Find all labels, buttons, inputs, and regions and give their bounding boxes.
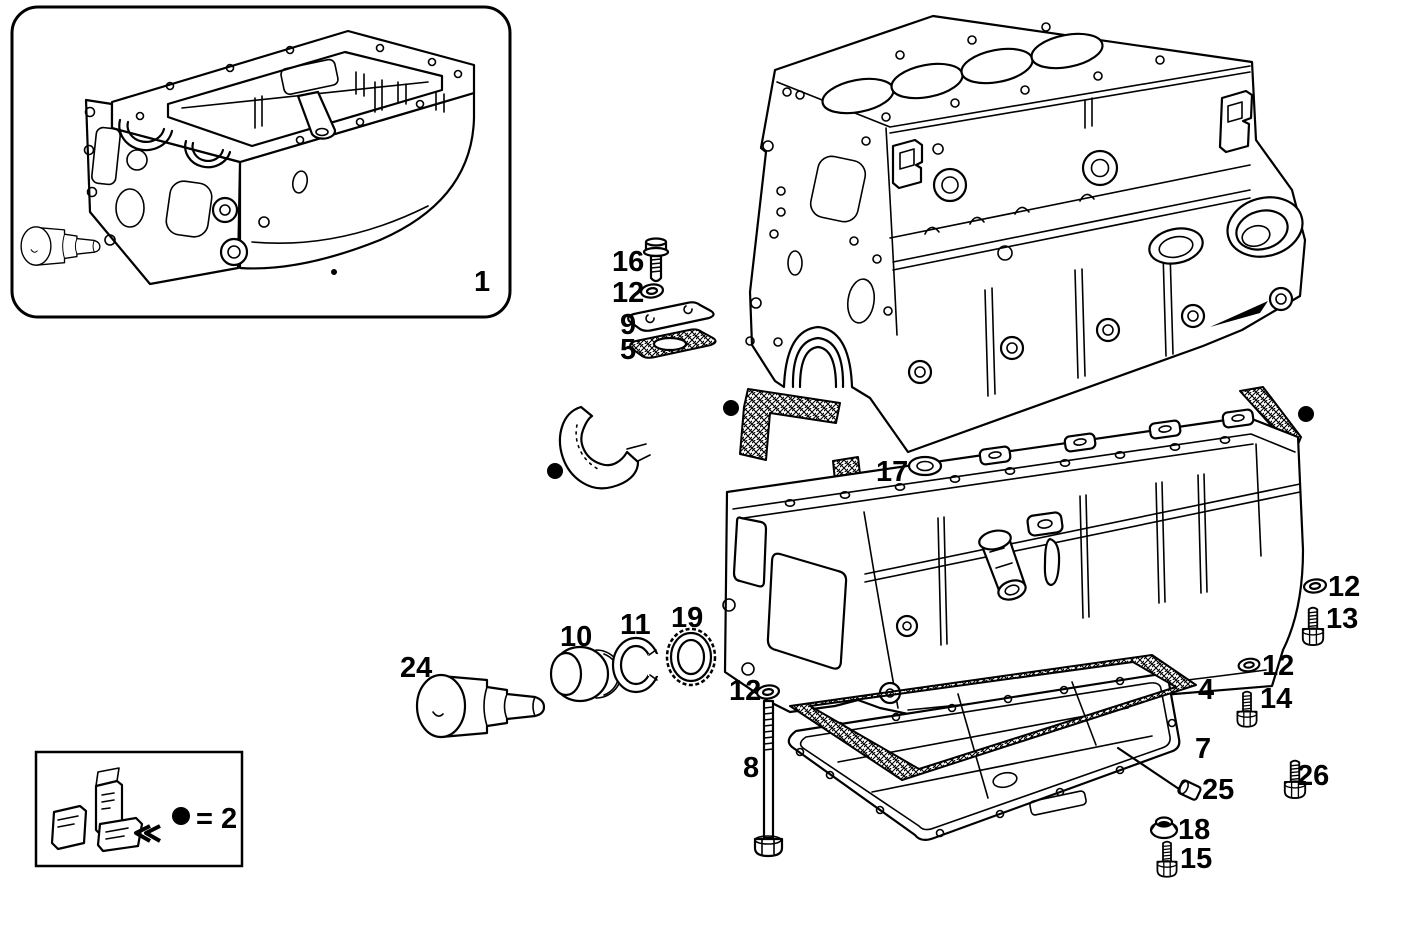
bolt-13 (1301, 606, 1325, 647)
flange-bolt-holes (135, 43, 463, 145)
leader-line-25 (1116, 746, 1181, 791)
gasket-4-drawing (789, 654, 1197, 781)
legend-dot (172, 807, 190, 825)
inset-box-1: 1 (10, 5, 512, 319)
gasket-5 (629, 328, 717, 359)
block-left-face (745, 87, 893, 389)
bolt-14 (1236, 690, 1258, 728)
part-label-8: 8 (743, 752, 759, 784)
cover-plate-9 (627, 301, 715, 332)
washer-12c (1302, 576, 1328, 596)
part-label-11: 11 (620, 609, 651, 641)
thrust-washer-drawing (547, 405, 651, 490)
bolt-8 (753, 699, 784, 858)
part-label-16: 16 (612, 246, 644, 278)
core-plug-24 (415, 673, 546, 739)
rail-bolt-holes (784, 435, 1231, 507)
part-label-9: 9 (620, 309, 636, 341)
part-label-25: 25 (1202, 774, 1234, 806)
part-label-12b: 12 (729, 675, 761, 707)
part-label-5: 5 (620, 334, 636, 366)
bolt-15 (1156, 840, 1178, 878)
dowel-25 (1177, 779, 1202, 801)
deck-bolt-holes (795, 22, 1165, 122)
part-label-13: 13 (1326, 603, 1358, 635)
part-label-18: 18 (1178, 814, 1210, 846)
part-label-17: 17 (876, 456, 908, 488)
part-label-15: 15 (1180, 843, 1212, 875)
crankcase-top-drawing (83, 29, 476, 286)
legend-box: = 2 (34, 750, 244, 868)
part-label-14: 14 (1260, 683, 1292, 715)
part-label-26: 26 (1297, 760, 1329, 792)
cylinder-block-drawing (745, 14, 1307, 454)
block-right-end (1148, 89, 1304, 329)
part-label-12d: 12 (1262, 650, 1294, 682)
small-dot-mark (331, 269, 337, 275)
snap-ring-11 (611, 636, 674, 694)
assembly-dot-right (1298, 406, 1314, 422)
rail-bosses (978, 408, 1255, 466)
part-label-4: 4 (1198, 674, 1214, 706)
part-label-10: 10 (560, 621, 592, 653)
callout-labels: 16 12 9 5 17 10 11 19 24 12 8 12 13 12 1… (400, 246, 1360, 875)
assembly-dot-thrust-washer (547, 463, 563, 479)
assembly-dot-left (723, 400, 739, 416)
oil-pickup-drawing (978, 529, 1027, 601)
cylinder-bores (821, 32, 1104, 115)
legend-equals-text: = 2 (196, 803, 237, 835)
nut-18 (1149, 816, 1179, 840)
seal-ring-10 (549, 645, 622, 703)
engine-mount-lug (891, 138, 924, 190)
bolt-16 (642, 237, 670, 283)
legend-parts-kit-drawing (50, 767, 161, 853)
part-label-1: 1 (474, 266, 490, 298)
part-label-12c: 12 (1328, 571, 1360, 603)
lower-crankcase-drawing (722, 408, 1305, 716)
part-label-19: 19 (671, 602, 703, 634)
part-label-12a: 12 (612, 277, 644, 309)
part-label-7: 7 (1195, 733, 1211, 765)
seal-ring-19 (665, 627, 717, 687)
part-label-24: 24 (400, 652, 432, 684)
block-front-face (889, 97, 1251, 397)
